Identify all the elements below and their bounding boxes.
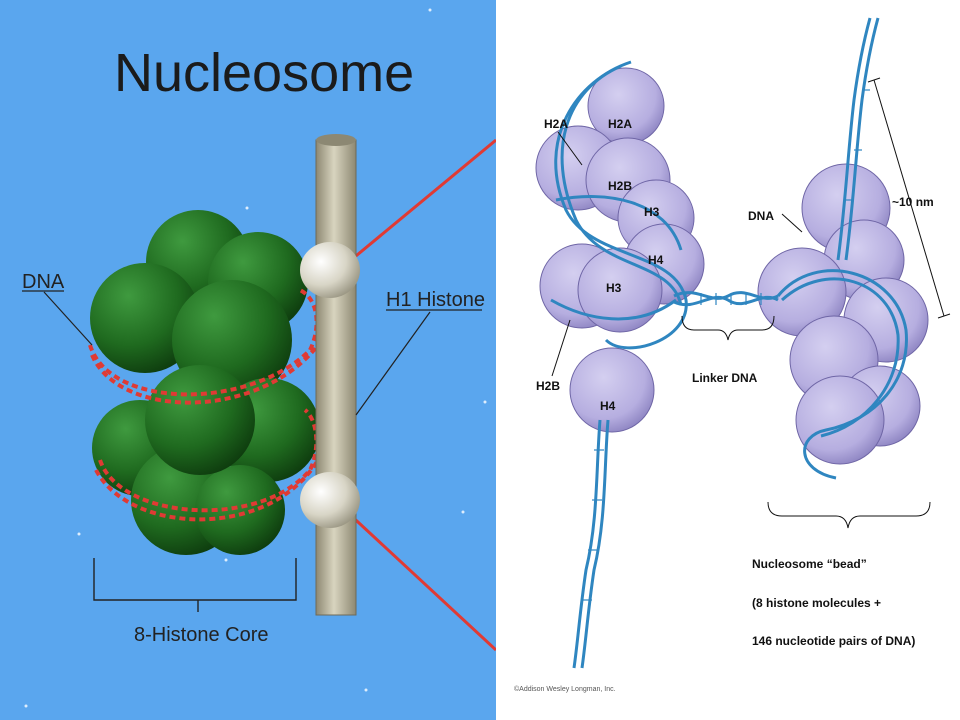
dna-helix: [550, 17, 908, 669]
title: Nucleosome: [114, 43, 414, 103]
linker-label: Linker DNA: [692, 371, 758, 385]
dna-strand-lower: [343, 508, 496, 652]
nucleosome-3d-illustration: Nucleosome: [0, 0, 496, 720]
h2b-outer-label: H2B: [536, 379, 560, 393]
h3-right-label: H3: [644, 205, 660, 219]
dna-strand-upper: [344, 138, 496, 267]
dna-wrap: [88, 288, 320, 522]
linker-bracket: [681, 315, 775, 341]
nucleosome-bead-diagram: H2A H2A H2B H3 H4 H3 H2B H4 DNA ~10 nm L…: [496, 0, 960, 720]
size-label: ~10 nm: [892, 195, 934, 209]
h3-lower-label: H3: [606, 281, 622, 295]
bead-caption-line-1: Nucleosome “bead”: [752, 557, 867, 571]
h2a-outer-label: H2A: [544, 117, 568, 131]
h4-right-label: H4: [648, 253, 664, 267]
sparkle-dots: [24, 8, 487, 708]
size-dimension-line: [873, 79, 945, 317]
bead-bracket: [767, 501, 931, 529]
h4-lower-label: H4: [600, 399, 616, 413]
dna-label-right: DNA: [748, 209, 774, 223]
dna-rungs: [582, 89, 870, 601]
dna-label: DNA: [22, 271, 65, 293]
core-label: 8-Histone Core: [134, 624, 269, 646]
h1-histone-rod: [300, 134, 360, 616]
bead-caption-line-2: (8 histone molecules +: [752, 596, 881, 610]
h2a-inner-label: H2A: [608, 117, 632, 131]
histone-core: [90, 210, 320, 555]
h1-label: H1 Histone: [386, 289, 485, 311]
core-bracket: [93, 558, 297, 601]
copyright: ©Addison Wesley Longman, Inc.: [514, 685, 616, 693]
bead-caption-line-3: 146 nucleotide pairs of DNA): [752, 634, 915, 648]
h2b-inner-label: H2B: [608, 179, 632, 193]
